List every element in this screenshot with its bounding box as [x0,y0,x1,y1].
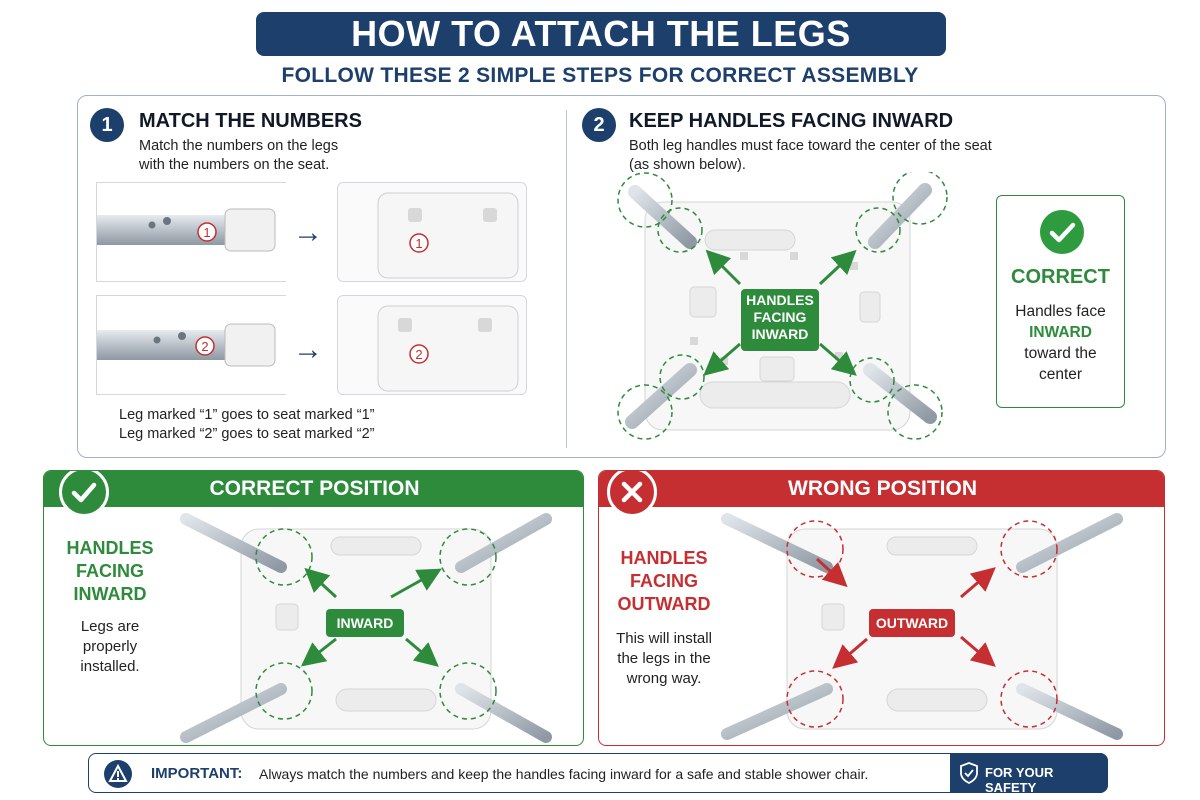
seat-2-marker-text: 2 [415,347,422,362]
leg-2-marker-text: 2 [201,339,208,354]
leg-1-marker-text: 1 [203,225,210,240]
arrow-right-icon: → [293,333,323,366]
wrong-text-line-1: This will install [616,630,712,647]
seat-1-marker-text: 1 [415,236,422,251]
step-1-desc-line-2: with the numbers on the seat. [139,157,330,173]
warning-icon [104,760,132,788]
correct-card-line-4: center [1038,366,1083,383]
step-1-number: 1 [90,108,124,142]
wrong-text-line-3: wrong way. [626,670,702,687]
seat-1-marker-circle [409,233,429,253]
step-1-note-1: Leg marked “1” goes to seat marked “1” [119,407,375,423]
leg-2-image: 2 [96,295,286,395]
correct-heading-line-2: FACING [75,561,144,581]
step-1-desc-line-1: Match the numbers on the legs [139,138,339,154]
correct-card-title: CORRECT [1011,266,1110,288]
correct-card: CORRECT Handles face INWARD toward the c… [996,195,1125,408]
leg-2-marker-circle [195,336,215,356]
shield-icon [959,762,979,787]
important-footer: IMPORTANT: Always match the numbers and … [88,753,1108,793]
page-title: HOW TO ATTACH THE LEGS [256,12,946,56]
step-2-title: KEEP HANDLES FACING INWARD [629,110,954,132]
step-1-note-2: Leg marked “2” goes to seat marked “2” [119,426,375,442]
important-label: IMPORTANT: [151,765,243,782]
leg-2-illustration: 2 [97,323,276,367]
correct-position-header: CORRECT POSITION [44,471,583,507]
inward-tag: INWARD [326,609,404,637]
correct-text-line-2: properly [82,638,138,655]
steps-divider [566,110,567,448]
safety-badge-label: FOR YOUR SAFETY [985,765,1054,795]
step-2-description: Both leg handles must face toward the ce… [629,137,992,175]
correct-card-line-2: INWARD [1029,324,1092,341]
step-2-number: 2 [582,108,616,142]
check-badge-icon [59,471,109,517]
seat-1-image: 1 [337,182,527,282]
outward-tag: OUTWARD [869,609,955,637]
tag-line-1: HANDLES [746,292,814,308]
wrong-heading-line-3: OUTWARD [617,594,711,614]
correct-position-panel: CORRECT POSITION HANDLES FACING INWARD L… [43,470,584,746]
leg-1-image: 1 [96,182,286,282]
correct-text-line-1: Legs are [80,618,140,635]
tag-line-2: FACING [753,309,807,325]
x-badge-icon [607,471,657,517]
page-subtitle: FOLLOW THESE 2 SIMPLE STEPS FOR CORRECT … [281,64,919,87]
wrong-position-heading: HANDLES FACING OUTWARD [605,547,723,616]
tag-line-3: INWARD [751,326,809,342]
seat-1-illustration: 1 [377,192,519,279]
wrong-position-text: This will install the legs in the wrong … [605,629,723,689]
check-circle-icon [1040,210,1084,254]
wrong-text-line-2: the legs in the [617,650,711,667]
safety-badge: FOR YOUR SAFETY [950,753,1108,795]
correct-position-heading: HANDLES FACING INWARD [54,537,166,606]
step-2-desc-line-1: Both leg handles must face toward the ce… [629,138,992,154]
step-1-description: Match the numbers on the legs with the n… [139,137,338,175]
leg-1-marker-circle [197,222,217,242]
seat-2-image: 2 [337,295,527,395]
correct-heading-line-3: INWARD [73,584,147,604]
correct-text-line-3: installed. [80,658,140,675]
leg-1-illustration: 1 [97,208,276,252]
wrong-heading-line-1: HANDLES [620,548,708,568]
correct-heading-line-1: HANDLES [66,538,154,558]
seat-2-marker-circle [409,344,429,364]
wrong-position-header: WRONG POSITION [599,471,1164,507]
step-1-notes: Leg marked “1” goes to seat marked “1” L… [119,406,374,444]
arrow-right-icon: → [293,216,323,249]
wrong-heading-line-2: FACING [629,571,698,591]
correct-card-line-1: Handles face [1015,303,1106,320]
wrong-position-panel: WRONG POSITION HANDLES FACING OUTWARD Th… [598,470,1165,746]
important-text: Always match the numbers and keep the ha… [259,766,869,782]
handles-facing-inward-tag: HANDLES FACING INWARD [741,289,819,351]
seat-2-illustration: 2 [377,305,519,392]
correct-position-text: Legs are properly installed. [54,617,166,677]
correct-card-line-3: toward the [1024,345,1097,362]
step-2-desc-line-2: (as shown below). [629,157,746,173]
step-1-title: MATCH THE NUMBERS [139,110,362,132]
